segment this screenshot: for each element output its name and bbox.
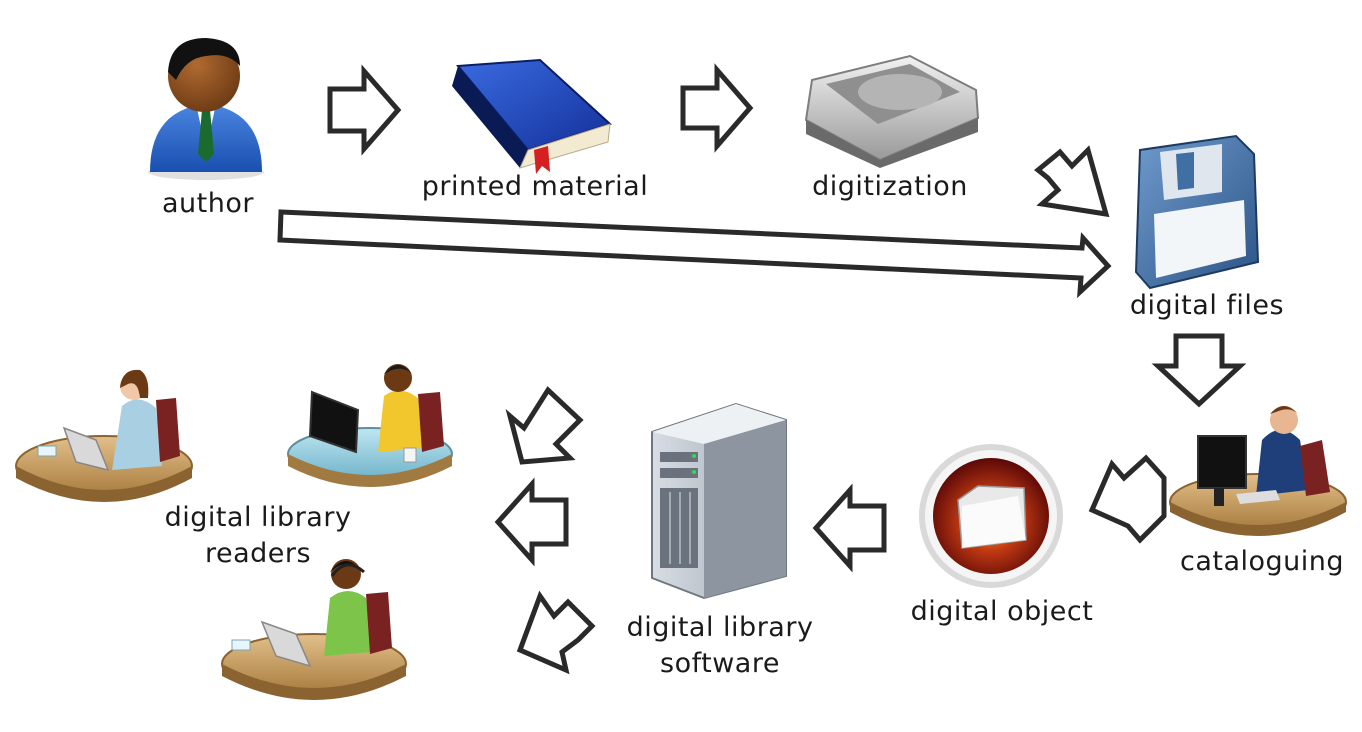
workstation-icon [1169, 406, 1347, 536]
floppy-disk-icon [1134, 134, 1260, 290]
desk-user-icon-1 [15, 369, 193, 502]
arrow-author-to-files [277, 209, 1112, 299]
label-digital-files: digital files [1129, 290, 1285, 321]
arrow-object-to-software [812, 483, 887, 573]
label-dl-software: digital library software [626, 612, 814, 679]
businessman-icon [148, 38, 264, 180]
blue-book-icon [452, 58, 612, 174]
arrow-cataloguing-to-object [1088, 454, 1167, 544]
server-tower-icon [651, 402, 787, 600]
arrow-printed-to-digitization [680, 63, 754, 153]
label-author: author [162, 188, 254, 219]
arrow-software-to-reader-mid [494, 477, 569, 567]
label-cataloguing: cataloguing [1179, 546, 1345, 577]
label-digital-object: digital object [910, 596, 1094, 627]
folder-orb-icon [919, 444, 1063, 588]
desk-user-icon-3 [221, 559, 407, 700]
arrow-software-to-reader-top [505, 386, 584, 465]
label-digitization: digitization [812, 171, 968, 202]
arrow-author-to-printed [327, 64, 402, 156]
flatbed-scanner-icon [804, 54, 980, 168]
desk-user-icon-2 [287, 364, 453, 487]
arrow-software-to-reader-bottom [516, 590, 596, 675]
label-printed-material: printed material [421, 171, 649, 202]
arrow-digitization-to-files [1034, 145, 1110, 218]
label-readers: digital library readers [164, 502, 352, 569]
arrow-files-to-cataloguing [1151, 333, 1247, 408]
